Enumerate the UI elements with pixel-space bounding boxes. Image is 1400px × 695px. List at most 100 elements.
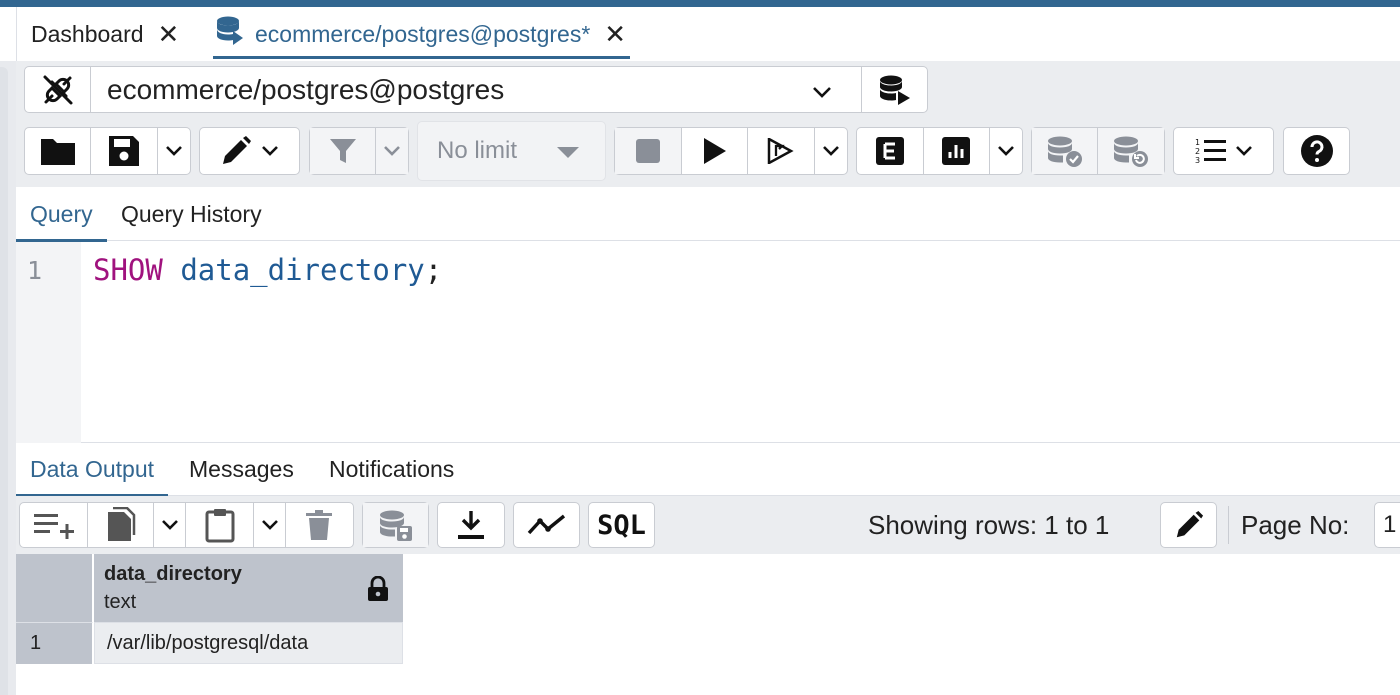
tab-label: Notifications (329, 456, 455, 482)
download-icon (458, 511, 484, 539)
tab-label: ecommerce/postgres@postgres* (255, 20, 591, 47)
tab-label: Data Output (30, 456, 155, 482)
database-check-icon (1047, 136, 1082, 167)
line-number: 1 (27, 256, 43, 285)
page-value: 1 (1383, 511, 1397, 538)
row-limit-select[interactable]: No limit (417, 121, 606, 181)
chevron-down-icon (166, 146, 182, 156)
download-button[interactable] (438, 503, 504, 547)
copy-options-dropdown[interactable] (154, 503, 186, 547)
connection-select[interactable]: ecommerce/postgres@postgres (91, 67, 861, 112)
chevron-down-icon (811, 78, 833, 110)
save-file-button[interactable] (91, 128, 158, 174)
play-step-icon (768, 138, 794, 164)
row-edit-group (19, 502, 354, 548)
edit-dropdown-button[interactable] (200, 128, 299, 174)
paste-button[interactable] (186, 503, 254, 547)
lock-icon (367, 575, 389, 607)
transaction-group (1031, 127, 1165, 175)
add-row-button[interactable] (20, 503, 88, 547)
column-header[interactable]: data_directory text (94, 554, 403, 622)
row-number-cell[interactable]: 1 (16, 622, 93, 664)
tab-query-history[interactable]: Query History (121, 187, 262, 241)
tab-query-tool[interactable]: ecommerce/postgres@postgres* ✕ (212, 7, 631, 61)
sql-group: SQL (588, 502, 655, 548)
paste-options-dropdown[interactable] (254, 503, 286, 547)
svg-text:1: 1 (1195, 138, 1200, 147)
close-icon[interactable]: ✕ (604, 19, 627, 49)
save-data-button[interactable] (363, 503, 428, 547)
save-icon (109, 136, 139, 166)
row-count-status: Showing rows: 1 to 1 (868, 504, 1109, 546)
sql-editor[interactable]: 1 SHOW data_directory; (16, 242, 1400, 443)
open-file-button[interactable] (25, 128, 91, 174)
help-button[interactable] (1284, 128, 1349, 174)
edit-group (199, 127, 300, 175)
close-icon[interactable]: ✕ (157, 19, 180, 49)
table-cell[interactable]: /var/lib/postgresql/data (94, 622, 403, 664)
add-row-icon (33, 514, 74, 539)
copy-icon (107, 507, 135, 541)
explain-e-icon (875, 137, 904, 165)
filter-icon (329, 139, 356, 163)
trash-icon (306, 510, 332, 540)
connection-status-button[interactable] (25, 67, 91, 112)
explain-button[interactable] (857, 128, 924, 174)
top-accent-bar (0, 0, 1400, 7)
left-gutter (0, 61, 16, 695)
rollback-button[interactable] (1098, 128, 1164, 174)
edit-range-button[interactable] (1161, 503, 1216, 547)
copy-button[interactable] (88, 503, 154, 547)
database-play-icon (879, 75, 910, 105)
filter-button[interactable] (310, 128, 376, 174)
editor-tab-bar: Dashboard ✕ ecommerce/postgres@postgres*… (16, 7, 1400, 61)
commit-button[interactable] (1032, 128, 1098, 174)
stop-button[interactable] (615, 128, 682, 174)
tab-query[interactable]: Query (16, 187, 107, 242)
save-options-dropdown[interactable] (158, 128, 190, 174)
filter-dropdown[interactable] (376, 128, 408, 174)
tab-notifications[interactable]: Notifications (329, 443, 454, 496)
explain-options-dropdown[interactable] (990, 128, 1022, 174)
toolbar-divider (1228, 506, 1229, 544)
row-number-header[interactable] (16, 554, 93, 622)
page-number-input[interactable]: 1 (1374, 502, 1400, 548)
chevron-down-icon (823, 146, 839, 156)
column-name: data_directory (104, 563, 242, 585)
delete-row-button[interactable] (286, 503, 352, 547)
pencil-icon (222, 136, 251, 164)
database-icon (215, 15, 245, 53)
graph-visualiser-button[interactable] (514, 503, 579, 547)
cell-value: /var/lib/postgresql/data (107, 631, 309, 654)
svg-text:3: 3 (1195, 156, 1200, 165)
tab-label: Query History (121, 200, 262, 227)
tab-label: Messages (189, 456, 294, 482)
edit-range-group (1160, 502, 1217, 548)
tab-data-output[interactable]: Data Output (15, 443, 169, 497)
chevron-down-icon (261, 520, 278, 530)
output-tab-bar: Data Output Messages Notifications (15, 443, 1400, 497)
database-undo-icon (1114, 136, 1148, 167)
stop-icon (635, 139, 660, 163)
execute-button[interactable] (682, 128, 749, 174)
code-line[interactable]: SHOW data_directory; (93, 253, 442, 287)
sql-identifier: data_directory (180, 253, 425, 287)
new-query-tool-button[interactable] (861, 67, 927, 112)
explain-analyze-button[interactable] (924, 128, 991, 174)
sql-terminator: ; (424, 253, 443, 287)
disconnected-plug-icon (43, 75, 72, 104)
chevron-down-icon (384, 146, 400, 156)
view-sql-button[interactable]: SQL (589, 503, 654, 547)
page-number-label: Page No: (1241, 504, 1349, 546)
tab-messages[interactable]: Messages (189, 443, 294, 496)
filter-group (309, 127, 409, 175)
query-tab-bar: Query Query History (16, 187, 1400, 242)
tab-dashboard[interactable]: Dashboard ✕ (31, 7, 179, 61)
save-data-group (362, 502, 429, 548)
svg-text:2: 2 (1195, 147, 1200, 156)
execute-script-button[interactable] (748, 128, 816, 174)
line-number-gutter: 1 (16, 242, 81, 443)
folder-icon (40, 139, 75, 165)
execute-options-dropdown[interactable] (815, 128, 847, 174)
